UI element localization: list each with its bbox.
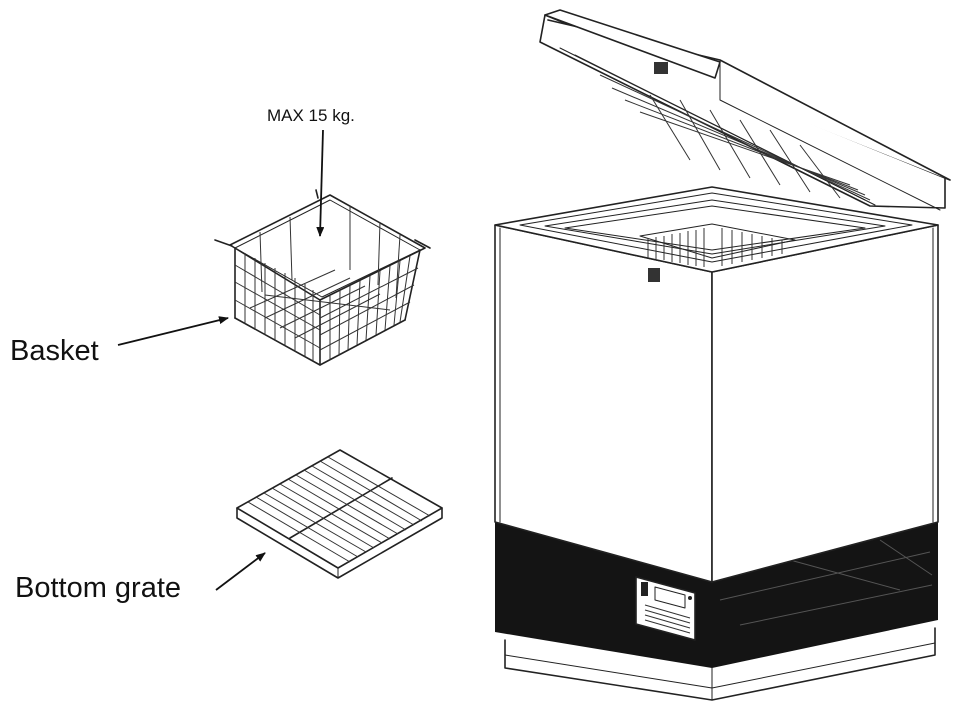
basket-wires-right: [319, 255, 419, 360]
chest-freezer: [494, 9, 951, 701]
lid-inner-grid: [599, 74, 871, 201]
basket-wires-left: [234, 253, 321, 361]
max-load-arrow: [316, 129, 325, 237]
basket-wires-back: [259, 206, 401, 299]
power-switch-icon: [641, 582, 648, 596]
panel-vent-grille: [644, 604, 691, 634]
inner-basket-wires: [647, 228, 783, 267]
lid-latch: [648, 268, 660, 282]
bottom-grate-callout: Bottom grate: [15, 552, 266, 604]
control-panel: [635, 576, 696, 641]
basket-callout: Basket: [10, 316, 229, 367]
bottom-grate-label: Bottom grate: [15, 572, 181, 604]
bottom-grate-illustration: [236, 449, 443, 579]
grate-bars: [247, 456, 431, 563]
basket-floor-grid: [249, 269, 391, 339]
freezer-top-rim: [494, 186, 939, 282]
max-load-label: MAX 15 kg.: [267, 106, 355, 125]
lid-handle: [654, 62, 668, 74]
indicator-light-icon: [688, 596, 692, 600]
freezer-cabinet: [494, 224, 939, 583]
freezer-base-band: [495, 522, 938, 668]
bottom-grate-arrow: [215, 552, 266, 591]
basket-label: Basket: [10, 335, 99, 367]
freezer-lid: [539, 9, 951, 211]
max-load-callout: MAX 15 kg.: [267, 106, 355, 237]
basket-illustration: [214, 189, 431, 366]
basket-arrow: [117, 316, 229, 346]
